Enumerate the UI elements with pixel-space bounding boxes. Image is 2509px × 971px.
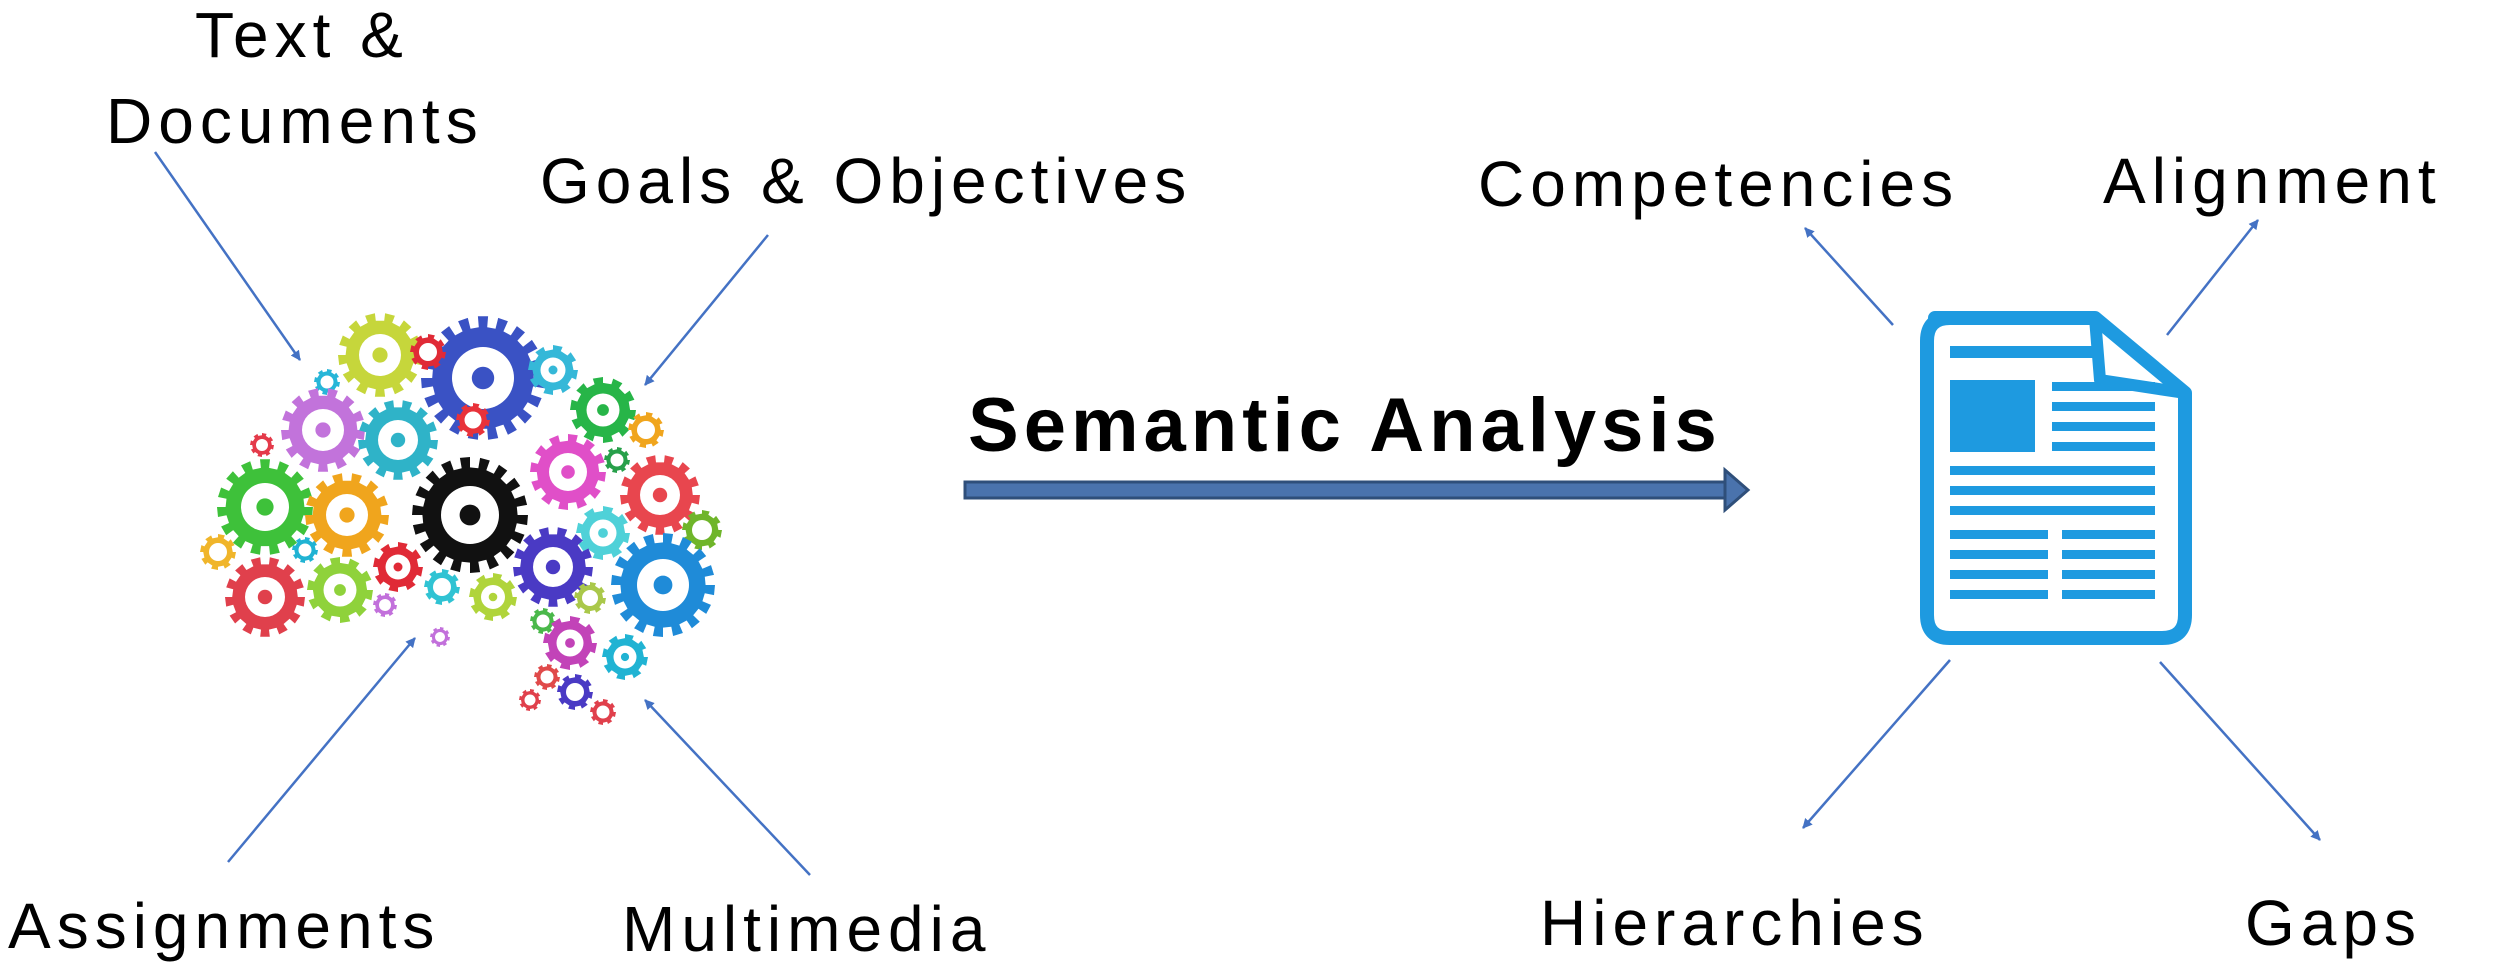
gear-hub — [620, 652, 630, 662]
arrow-gaps — [2159, 661, 2321, 841]
gear-hub — [653, 575, 673, 595]
gear-hub — [545, 559, 561, 575]
gear-hub — [372, 347, 388, 363]
gear-hub — [256, 498, 274, 516]
gear-hole — [582, 590, 598, 606]
label-assignments: Assignments — [8, 890, 441, 962]
arrow-multimedia — [644, 699, 811, 876]
gear-hole — [692, 520, 712, 540]
gear-hub — [393, 562, 403, 572]
gear-hub — [561, 465, 575, 479]
gear-hub — [315, 422, 331, 438]
arrow-hierarchies — [1802, 659, 1951, 829]
gear-hole — [209, 543, 227, 561]
arrow-competencies — [1804, 227, 1894, 326]
gear-hub — [471, 366, 495, 390]
label-semantic-analysis: Semantic Analysis — [968, 383, 1722, 468]
arrow-text-documents — [153, 151, 302, 361]
gear-hole — [320, 375, 334, 389]
gear-hole — [536, 614, 550, 628]
label-competencies: Competencies — [1478, 148, 1960, 220]
gear-hole — [524, 694, 536, 706]
label-gaps: Gaps — [2245, 887, 2422, 959]
gear-brain-icon — [200, 313, 722, 725]
gear-hub — [598, 528, 608, 538]
gear-hub — [334, 584, 346, 596]
gear-hole — [596, 705, 610, 719]
arrow-goals-objectives — [644, 234, 769, 386]
gear-hole — [419, 343, 437, 361]
gear-hub — [548, 365, 558, 375]
gear-hub — [597, 404, 609, 416]
gear-hole — [435, 632, 445, 642]
gear-hub — [488, 592, 498, 602]
gear-hole — [637, 421, 655, 439]
document-icon — [1920, 311, 2192, 645]
gear-hole — [433, 578, 451, 596]
gear-hole — [379, 599, 391, 611]
arrow-alignment — [2166, 219, 2259, 336]
gear-hub — [652, 487, 668, 503]
label-multimedia: Multimedia — [622, 893, 992, 965]
gear-hole — [464, 411, 482, 429]
label-alignment: Alignment — [2103, 145, 2442, 217]
gear-hub — [565, 638, 575, 648]
gear-hub — [339, 507, 355, 523]
label-hierarchies: Hierarchies — [1540, 887, 1930, 959]
gear-hole — [540, 670, 554, 684]
gear-hub — [257, 589, 273, 605]
semantic-analysis-arrow — [963, 466, 1751, 514]
label-goals-objectives: Goals & Objectives — [540, 145, 1193, 217]
gear-hole — [610, 453, 624, 467]
gear-hole — [298, 543, 312, 557]
gear-hole — [256, 439, 268, 451]
label-text-documents-line1: Text & — [195, 0, 409, 71]
gear-hub — [459, 504, 481, 526]
label-text-documents-line2: Documents — [106, 85, 484, 157]
gear-hole — [566, 683, 584, 701]
gear-hub — [390, 432, 406, 448]
arrow-assignments — [227, 637, 416, 863]
